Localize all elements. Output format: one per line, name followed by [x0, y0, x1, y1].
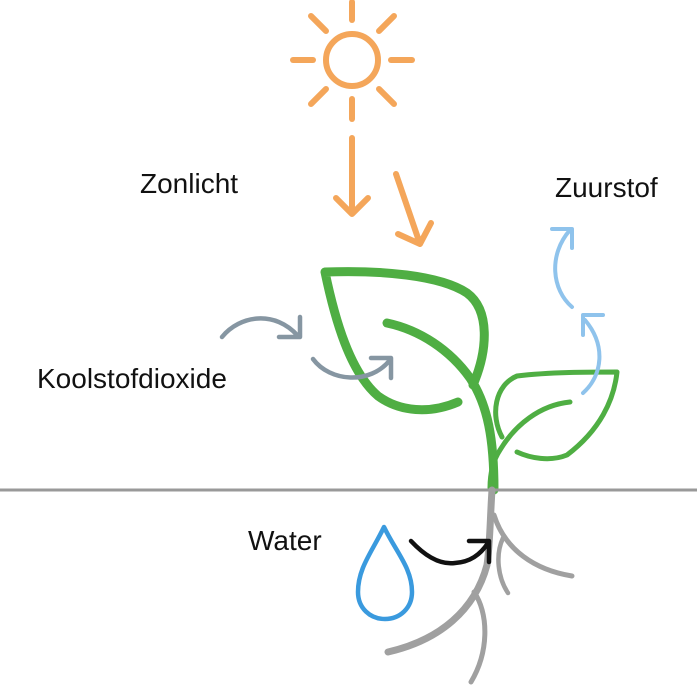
label-oxygen: Zuurstof: [555, 172, 658, 203]
label-water: Water: [248, 525, 322, 556]
roots-icon: [384, 486, 575, 685]
sun-icon: [290, 0, 415, 122]
sunlight-arrows: [333, 135, 434, 247]
water-drop-icon: [355, 524, 415, 622]
label-sunlight: Zonlicht: [140, 168, 238, 199]
water-arrow: [408, 538, 492, 566]
plant-icon: [320, 267, 620, 495]
label-carbon-dioxide: Koolstofdioxide: [37, 363, 227, 394]
carbon-dioxide-arrows: [219, 314, 394, 381]
oxygen-arrows: [550, 227, 605, 395]
